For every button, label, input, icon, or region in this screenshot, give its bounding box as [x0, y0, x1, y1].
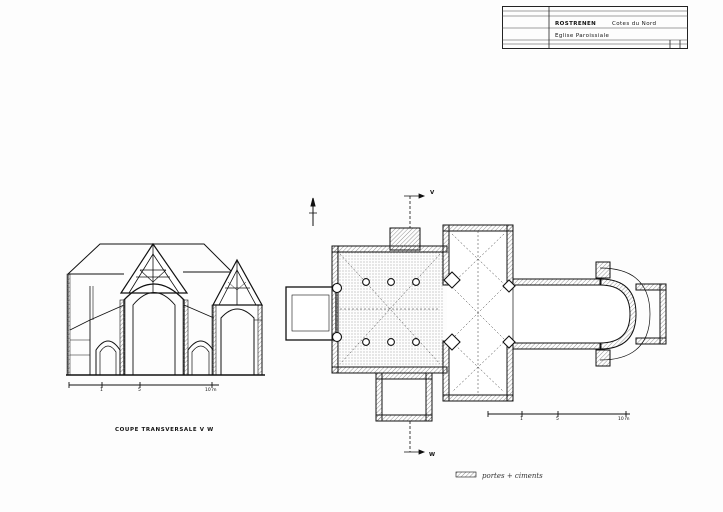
plan-scale-label-10: 10 m	[618, 417, 630, 422]
section-scale-bar	[68, 382, 219, 388]
section-caption: COUPE TRANSVERSALE V W	[115, 427, 214, 433]
plan-scale-bar	[487, 411, 630, 417]
title-block: ROSTRENEN Cotes du Nord Eglise Paroissia…	[502, 6, 688, 49]
legend-label: portes + ciments	[482, 472, 543, 480]
plan-scale-label-1: 1	[520, 417, 523, 422]
town-name: ROSTRENEN	[555, 21, 597, 27]
building-name: Eglise Paroissiale	[555, 33, 610, 39]
title-block-frame	[502, 6, 688, 49]
department-name: Cotes du Nord	[612, 21, 657, 27]
plan-scale-label-5: 5	[556, 417, 559, 422]
north-arrow-icon	[309, 197, 317, 226]
floor-plan-drawing	[285, 193, 667, 478]
section-mark-v: V	[430, 190, 435, 196]
legend-hatch-swatch	[455, 471, 477, 478]
section-scale-label-1: 1	[100, 388, 103, 393]
cross-section-drawing	[66, 242, 265, 376]
section-scale-label-5: 5	[138, 388, 141, 393]
section-mark-w: W	[429, 452, 436, 458]
section-line-vw	[404, 193, 426, 455]
section-scale-label-10: 10 m	[205, 388, 217, 393]
